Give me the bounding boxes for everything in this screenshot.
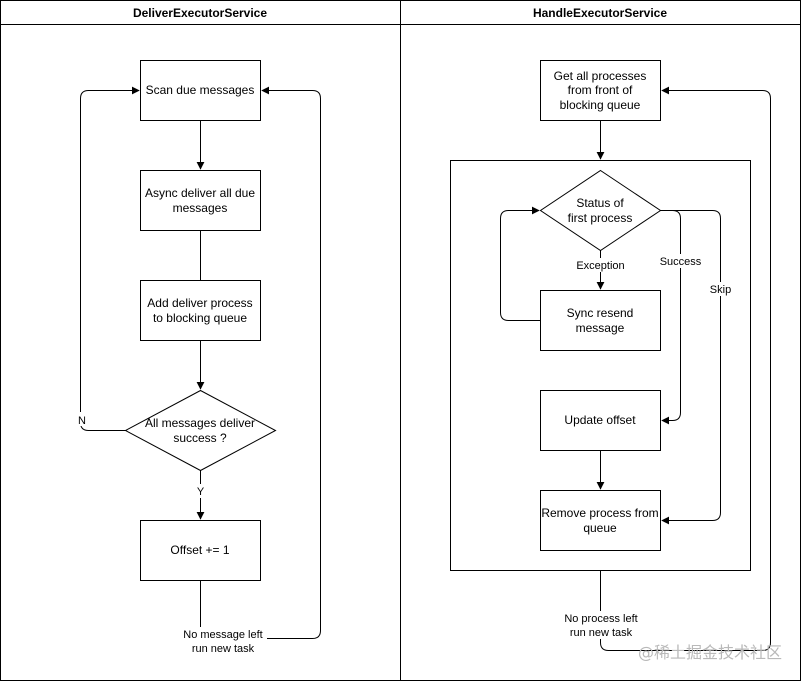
node-async-deliver: Async deliver all due messages (140, 170, 261, 231)
right-edges (500, 86, 771, 651)
node-status-decision: Status of first process (539, 169, 662, 252)
node-get-label-line3: blocking queue (560, 98, 641, 112)
decision-label-line1: All messages deliver (145, 416, 255, 430)
node-resend-label-line2: message (576, 321, 625, 335)
node-remove-process: Remove process from queue (540, 490, 661, 551)
edge-label-no-message-left-line2: run new task (192, 643, 255, 655)
node-scan-due-messages: Scan due messages (140, 60, 261, 121)
lane-title-handle: HandleExecutorService (533, 6, 667, 20)
node-scan-label: Scan due messages (146, 83, 255, 97)
node-remove-label-line1: Remove process from (541, 506, 658, 520)
node-sync-resend: Sync resend message (540, 290, 661, 351)
edge-label-no-process-left-line2: run new task (570, 627, 633, 639)
status-label-line2: first process (568, 211, 633, 225)
left-edges (80, 86, 321, 639)
edge-label-n: N (78, 415, 86, 427)
edge-label-skip: Skip (710, 284, 731, 296)
edge-label-no-message-left-line1: No message left (183, 629, 262, 641)
edge-label-exception: Exception (576, 260, 624, 272)
node-add-label-line1: Add deliver process (147, 296, 252, 310)
watermark-text: @稀土掘金技术社区 (638, 643, 782, 662)
node-get-label-line2: from front of (568, 83, 633, 97)
node-all-delivered-decision: All messages deliver success ? (124, 389, 277, 472)
node-update-offset: Update offset (540, 390, 661, 451)
node-offset-increment: Offset += 1 (140, 520, 261, 581)
node-resend-label-line1: Sync resend (567, 306, 634, 320)
decision-label-line2: success ? (173, 431, 227, 445)
edge-label-success: Success (660, 256, 702, 268)
edge-label-no-process-left-line1: No process left (564, 613, 637, 625)
node-add-deliver-process: Add deliver process to blocking queue (140, 280, 261, 341)
node-get-processes: Get all processes from front of blocking… (540, 60, 661, 121)
node-offset-label: Offset += 1 (170, 543, 229, 557)
edge-label-y: Y (197, 486, 205, 498)
node-async-label-line1: Async deliver all due (145, 186, 255, 200)
node-get-label-line1: Get all processes (554, 69, 647, 83)
node-remove-label-line2: queue (583, 521, 617, 535)
status-label-line1: Status of (576, 196, 624, 210)
node-async-label-line2: messages (173, 201, 228, 215)
lane-title-deliver: DeliverExecutorService (133, 6, 267, 20)
node-add-label-line2: to blocking queue (153, 311, 247, 325)
node-update-label: Update offset (564, 413, 636, 427)
